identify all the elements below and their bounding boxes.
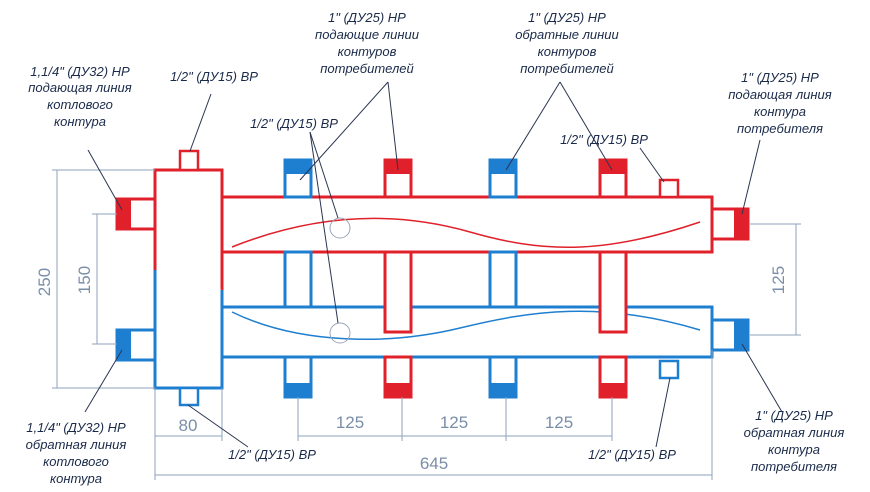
label-port-bottom-right: 1/2" (ДУ15) ВР [588,447,676,462]
label-bottom-right: 1" (ДУ25) НР обратная линия контура потр… [744,408,845,474]
return-header-pipe [220,305,714,359]
label-port-top-left: 1/2" (ДУ15) ВР [170,69,258,84]
outlet-bottom-4-cap [600,383,626,397]
outlet-top-1-cap [285,160,311,174]
svg-text:котлового: котлового [47,97,113,112]
leader-bottom-right [741,343,783,413]
svg-text:контуров: контуров [538,44,597,59]
return-marker-circle [329,322,351,344]
right-return-cap [734,320,748,350]
separator-top-port [178,149,200,172]
svg-text:обратные линии: обратные линии [515,27,619,42]
svg-text:1" (ДУ25) НР: 1" (ДУ25) НР [755,408,833,423]
dim-label-645: 645 [420,454,448,473]
leader-top-right [741,139,761,215]
svg-text:контура: контура [50,471,102,486]
label-top-center-return: 1" (ДУ25) НР обратные линии контуров пот… [515,10,619,76]
dim-label-125-right: 125 [769,266,788,294]
svg-text:1" (ДУ25) НР: 1" (ДУ25) НР [328,10,406,25]
svg-text:1" (ДУ25) НР: 1" (ДУ25) НР [528,10,606,25]
branch-pipe-4 [598,250,628,334]
svg-text:обратная линия: обратная линия [744,425,845,440]
svg-text:1,1/4" (ДУ32) НР: 1,1/4" (ДУ32) НР [30,64,130,79]
leader-return-lines-2 [559,81,613,171]
dim-label-250: 250 [35,268,54,296]
label-port-top-right: 1/2" (ДУ15) ВР [560,132,648,147]
right-supply-cap [734,209,748,239]
separator-supply-half [153,168,224,290]
outlet-top-3-cap [490,160,516,174]
leader-port-top-left [189,93,212,152]
leader-return-lines-1 [505,81,561,171]
port-bottom-right-half-inch [658,359,680,380]
label-port-bottom-left: 1/2" (ДУ15) ВР [228,447,316,462]
dim-label-80: 80 [179,416,198,435]
outlet-bottom-3-cap [490,383,516,397]
dim-label-spacing-3: 125 [545,413,573,432]
svg-text:подающая линия: подающая линия [728,87,832,102]
svg-text:контура: контура [754,104,806,119]
branch-pipe-1 [283,250,313,309]
leader-bottom-left [84,349,123,413]
dim-label-spacing-2: 125 [440,413,468,432]
branch-pipe-3 [488,250,518,309]
svg-text:потребителей: потребителей [520,61,614,76]
svg-text:1,1/4" (ДУ32) НР: 1,1/4" (ДУ32) НР [26,420,126,435]
dim-label-150: 150 [75,266,94,294]
label-top-center-supply: 1" (ДУ25) НР подающие линии контуров пот… [315,10,419,76]
label-top-right: 1" (ДУ25) НР подающая линия контура потр… [728,70,832,136]
supply-flow-curve [231,217,701,248]
leader-port-top-mid-1 [309,131,339,219]
label-bottom-left: 1,1/4" (ДУ32) НР обратная линия котловог… [26,420,127,486]
outlet-top-4-cap [600,160,626,174]
leader-top-left [87,149,123,211]
leader-port-bottom-right [655,377,671,448]
supply-marker-circle [329,217,351,239]
svg-text:обратная линия: обратная линия [26,437,127,452]
branch-pipe-2 [383,250,413,334]
svg-text:контуров: контуров [338,44,397,59]
svg-text:котлового: котлового [43,454,109,469]
svg-text:потребителей: потребителей [320,61,414,76]
outlet-bottom-1-cap [285,383,311,397]
supply-header-pipe [220,195,714,254]
separator-bottom-port [178,386,200,407]
svg-text:подающие линии: подающие линии [315,27,419,42]
leader-port-bottom-left [187,404,249,448]
svg-text:потребителя: потребителя [751,459,837,474]
label-top-left: 1,1/4" (ДУ32) НР подающая линия котловог… [28,64,132,129]
outlet-bottom-2-cap [385,383,411,397]
leader-supply-lines-1 [299,81,389,181]
port-top-right-half-inch [658,178,680,199]
svg-text:подающая линия: подающая линия [28,80,132,95]
leader-port-top-right [639,147,665,183]
leader-supply-lines-2 [387,81,399,171]
svg-text:контура: контура [768,442,820,457]
svg-text:контура: контура [54,114,106,129]
separator-return-half [153,270,224,390]
label-port-top-mid: 1/2" (ДУ15) ВР [250,116,338,131]
dim-label-spacing-1: 125 [336,413,364,432]
svg-text:1" (ДУ25) НР: 1" (ДУ25) НР [741,70,819,85]
svg-text:потребителя: потребителя [737,121,823,136]
left-supply-cap [117,199,131,229]
